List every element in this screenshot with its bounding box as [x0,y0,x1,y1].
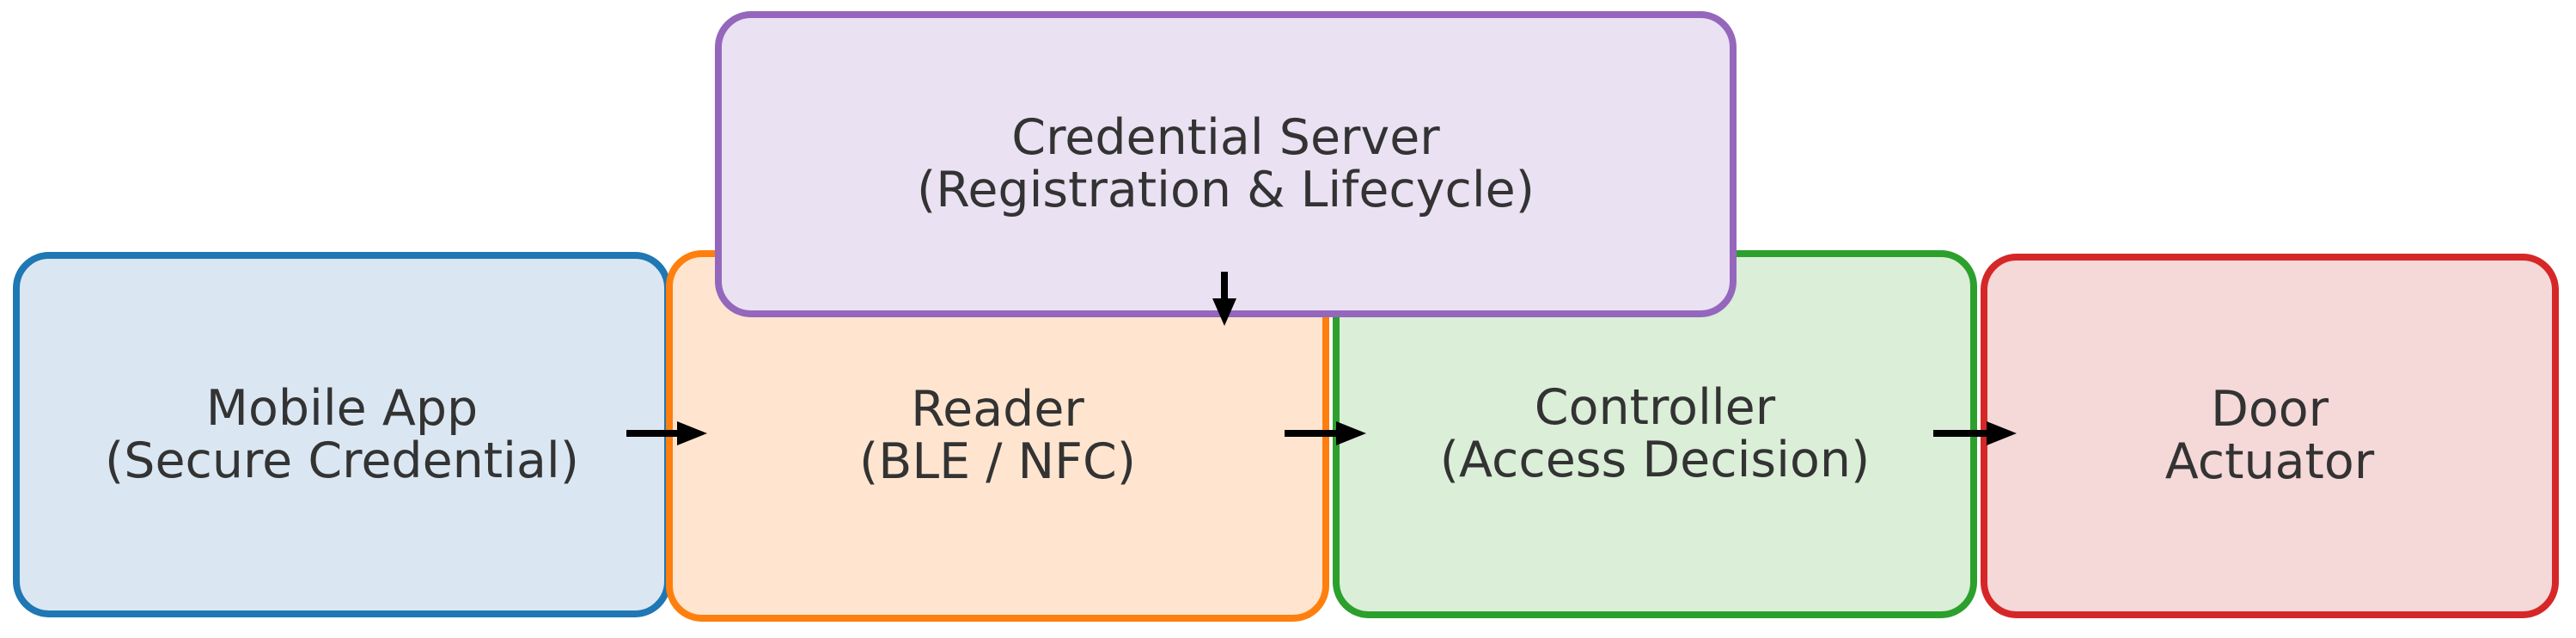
node-mobile-app-line2: (Secure Credential) [105,432,579,489]
node-mobile-app: Mobile App (Secure Credential) [13,252,671,617]
node-controller-line1: Controller [1534,379,1776,436]
node-door-actuator-line2: Actuator [2164,433,2375,490]
node-controller-line2: (Access Decision) [1439,432,1871,488]
node-reader-line1: Reader [911,381,1084,438]
node-credential-server: Credential Server (Registration & Lifecy… [715,11,1737,317]
node-reader-line2: (BLE / NFC) [858,433,1137,490]
node-credential-server-line1: Credential Server [1011,109,1440,166]
node-credential-server-line2: (Registration & Lifecycle) [917,162,1535,218]
node-mobile-app-line1: Mobile App [205,379,479,437]
node-door-actuator: Door Actuator [1981,254,2559,618]
node-door-actuator-line1: Door [2210,381,2329,438]
